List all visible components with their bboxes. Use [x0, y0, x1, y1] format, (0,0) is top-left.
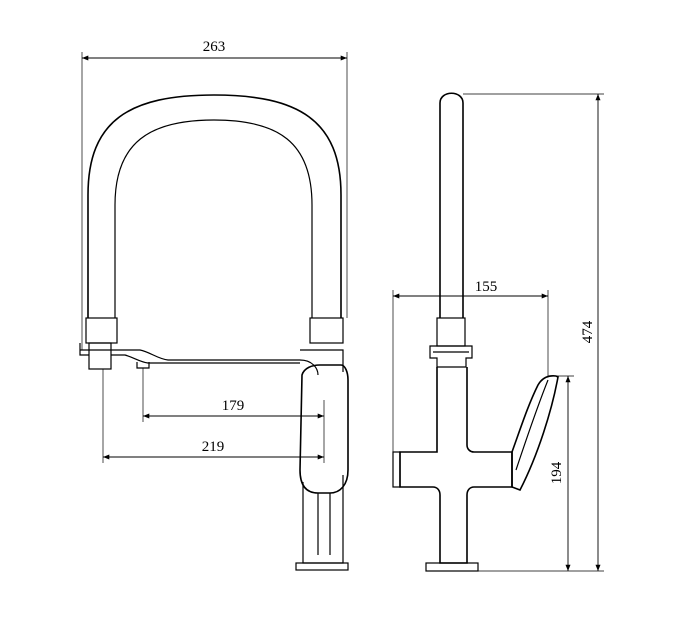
dim-label-overall-height: 474: [580, 320, 596, 343]
dim-label-body-reach: 219: [202, 439, 225, 455]
docking-arm: [111, 349, 319, 376]
spout-arch-inner: [114, 119, 313, 318]
spout-arch-outer: [87, 94, 342, 318]
right-collar: [309, 317, 344, 344]
spray-head: [88, 342, 112, 370]
side-coupling: [429, 345, 473, 368]
side-body: [399, 367, 513, 564]
body-column: [302, 475, 344, 564]
dim-label-side-depth: 155: [475, 279, 498, 295]
side-handle: [511, 375, 559, 491]
side-spout-tube: [439, 92, 464, 318]
side-collar: [436, 317, 466, 347]
dim-label-spout-reach: 179: [222, 398, 245, 414]
faucet-body: [299, 364, 349, 494]
side-aerator: [392, 451, 401, 488]
left-collar: [85, 317, 118, 344]
side-base-plate: [425, 562, 479, 572]
dim-label-handle-height: 194: [549, 461, 565, 484]
base-plate: [295, 562, 349, 571]
dim-label-overall-width: 263: [203, 39, 226, 55]
front-view: 263 179 219: [79, 39, 349, 571]
side-view: 155 474 194: [392, 92, 604, 572]
